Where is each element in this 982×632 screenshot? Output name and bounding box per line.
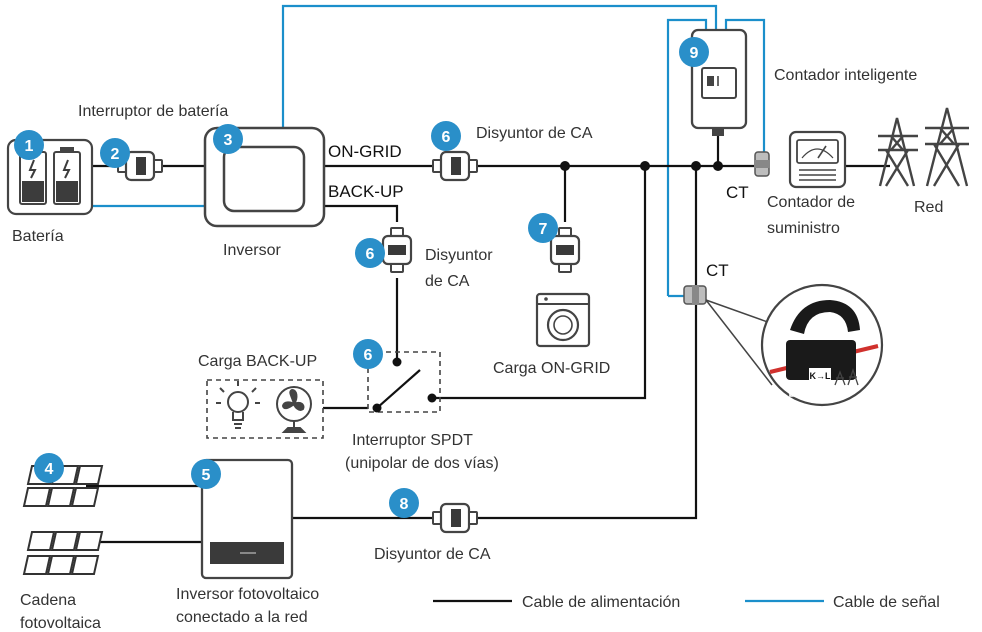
svg-text:3: 3 [224, 132, 233, 149]
ct-clamp-icon: K→L [705, 283, 884, 407]
pv-string-label: Cadena [20, 592, 76, 609]
utility-meter-icon [788, 130, 847, 189]
badge-6-backup: 6 [355, 238, 385, 268]
backup-load-box [206, 379, 324, 439]
ac-breaker-backup-label-2: de CA [425, 273, 470, 290]
legend-signal-label: Cable de señal [833, 594, 940, 611]
svg-text:7: 7 [539, 221, 548, 238]
signal-cables [92, 4, 766, 298]
svg-text:6: 6 [366, 246, 375, 263]
svg-text:1: 1 [25, 138, 34, 155]
pv-inverter-icon [200, 458, 294, 580]
svg-text:6: 6 [364, 347, 373, 364]
power-cables [86, 128, 890, 544]
svg-text:9: 9 [690, 45, 699, 62]
svg-text:8: 8 [400, 496, 409, 513]
back-up-port-label: BACK-UP [328, 182, 404, 201]
on-grid-port-label: ON-GRID [328, 142, 402, 161]
ct-sensor-icon [754, 151, 770, 177]
badge-6-ongrid: 6 [431, 121, 461, 151]
ac-breaker-ongrid-icon [431, 150, 479, 182]
ct-sensor-icon [683, 285, 707, 305]
pv-inverter-label: Inversor fotovoltaico [176, 586, 319, 603]
ac-breaker-pv-icon [431, 502, 479, 534]
backup-load-label: Carga BACK-UP [198, 353, 317, 370]
ac-breaker-backup-icon [381, 226, 413, 274]
smart-meter-label: Contador inteligente [774, 67, 917, 84]
badge-8: 8 [389, 488, 419, 518]
svg-text:4: 4 [45, 461, 54, 478]
fan-icon [276, 386, 312, 433]
badge-2: 2 [100, 138, 130, 168]
legend-power-label: Cable de alimentación [522, 594, 680, 611]
grid-label: Red [914, 199, 943, 216]
ct-label-2: CT [706, 261, 729, 280]
junction-dots [560, 161, 723, 171]
badge-3: 3 [213, 124, 243, 154]
light-bulb-icon [216, 381, 260, 429]
ac-breaker-backup-label: Disyuntor [425, 247, 493, 264]
inverter-label: Inversor [223, 242, 281, 259]
badge-4: 4 [34, 453, 64, 483]
pv-inverter-label-2: conectado a la red [176, 609, 308, 626]
utility-meter-label: Contador de [767, 194, 855, 211]
spdt-switch [367, 351, 441, 413]
badge-7: 7 [528, 213, 558, 243]
badge-5: 5 [191, 459, 221, 489]
badge-9: 9 [679, 37, 709, 67]
ac-breaker-ongrid-label: Disyuntor de CA [476, 125, 593, 142]
battery-switch-label: Interruptor de batería [78, 103, 228, 120]
legend: Cable de alimentación Cable de señal [433, 594, 940, 611]
transmission-tower-icon [878, 107, 969, 187]
battery-label: Batería [12, 228, 64, 245]
pv-string-label-2: fotovoltaica [20, 615, 101, 632]
ongrid-load-label: Carga ON-GRID [493, 360, 610, 377]
spdt-label-2: (unipolar de dos vías) [345, 455, 499, 472]
spdt-label: Interruptor SPDT [352, 432, 473, 449]
ct-direction-tag: K→L [810, 371, 831, 381]
badge-1: 1 [14, 130, 44, 160]
solar-panel-icon [23, 531, 103, 575]
badge-6-spdt: 6 [353, 339, 383, 369]
utility-meter-label-2: suministro [767, 220, 840, 237]
ac-breaker-pv-label: Disyuntor de CA [374, 546, 491, 563]
svg-text:6: 6 [442, 129, 451, 146]
inverter-icon [203, 126, 326, 228]
svg-text:2: 2 [111, 146, 120, 163]
washing-machine-icon [535, 292, 591, 348]
ct-label: CT [726, 183, 749, 202]
svg-text:5: 5 [202, 467, 211, 484]
